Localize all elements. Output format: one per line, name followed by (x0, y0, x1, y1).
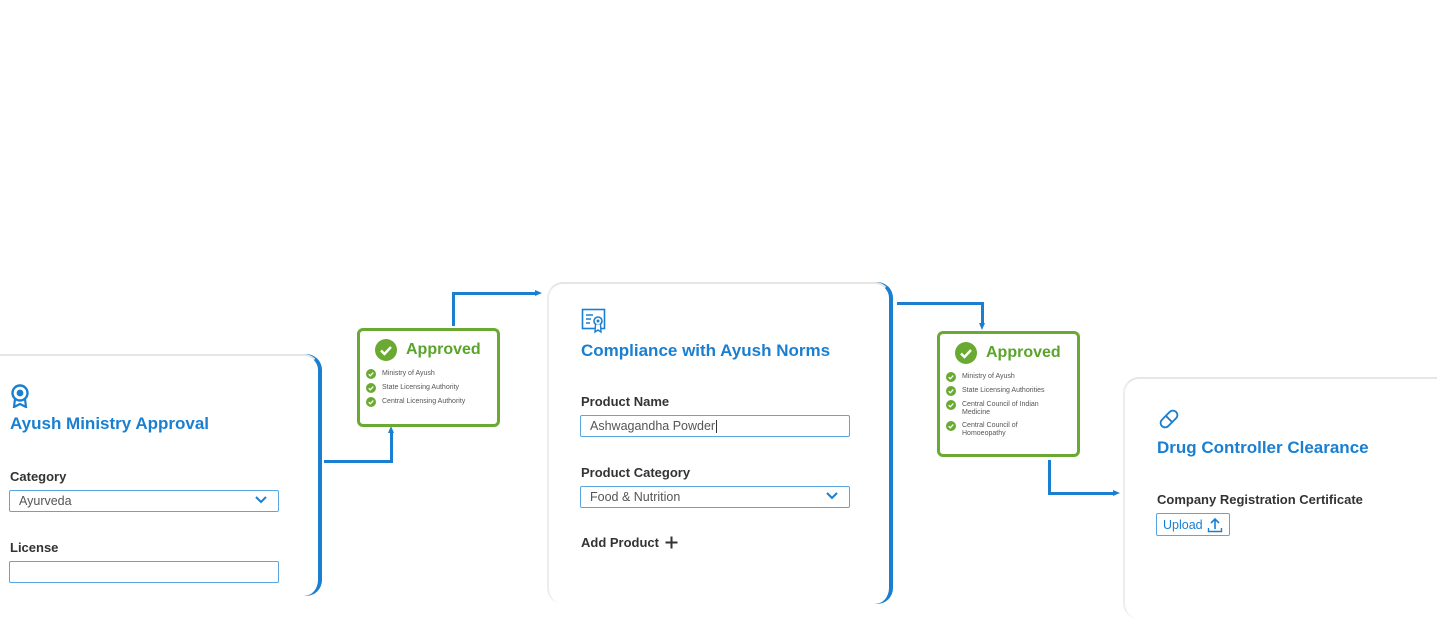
category-label: Category (10, 469, 67, 484)
chevron-down-icon (255, 496, 267, 504)
upload-icon (1207, 517, 1222, 532)
product-category-value: Food & Nutrition (590, 490, 681, 504)
card-title: Compliance with Ayush Norms (581, 341, 831, 360)
license-label: License (10, 540, 59, 555)
connector-line (1048, 492, 1114, 495)
check-circle-icon (366, 369, 376, 379)
connector-line (452, 292, 455, 326)
connector-line (897, 302, 984, 305)
product-name-label: Product Name (581, 394, 670, 409)
compliance-card: Compliance with Ayush Norms Product Name… (547, 282, 891, 604)
pill-icon (1159, 409, 1179, 429)
award-icon (11, 384, 29, 408)
check-circle-icon (946, 400, 956, 410)
check-circle-icon (366, 397, 376, 407)
certificate-icon (581, 308, 606, 334)
product-category-select[interactable]: Food & Nutrition (580, 486, 850, 508)
approved-box-right: Approved Ministry of Ayush State Licensi… (937, 331, 1080, 457)
list-item: Ministry of Ayush (946, 372, 1064, 382)
connector-line (1048, 460, 1051, 495)
card-title: Drug Controller Clearance (1157, 438, 1369, 457)
approved-title: Approved (986, 344, 1061, 361)
product-category-label: Product Category (581, 465, 691, 480)
list-item: State Licensing Authorities (946, 386, 1064, 396)
license-field[interactable] (9, 561, 279, 583)
check-circle-icon (955, 342, 977, 364)
list-item: Central Licensing Authority (366, 397, 465, 407)
list-item: Central Council of Homoeopathy (946, 421, 1064, 438)
list-item: Ministry of Ayush (366, 369, 465, 379)
arrow-head (1113, 490, 1120, 496)
category-select[interactable]: Ayurveda (9, 490, 279, 512)
chevron-down-icon (826, 492, 838, 500)
check-circle-icon (946, 372, 956, 382)
connector-line (981, 302, 984, 324)
check-circle-icon (946, 386, 956, 396)
connector-line (324, 460, 392, 463)
connector-line (452, 292, 536, 295)
list-item: Central Council of Indian Medicine (946, 400, 1064, 417)
card-title: Ayush Ministry Approval (10, 414, 209, 433)
ayush-ministry-approval-card: Ayush Ministry Approval Category Ayurved… (0, 354, 320, 596)
arrow-head (979, 323, 985, 330)
approved-box-left: Approved Ministry of Ayush State Licensi… (357, 328, 500, 427)
check-circle-icon (366, 383, 376, 393)
approved-title: Approved (406, 341, 481, 358)
certificate-label: Company Registration Certificate (1157, 492, 1363, 507)
add-product-label: Add Product (581, 535, 659, 550)
approved-list: Ministry of Ayush State Licensing Author… (366, 369, 465, 412)
upload-label: Upload (1163, 517, 1203, 532)
arrow-head (535, 290, 542, 296)
list-item: State Licensing Authority (366, 383, 465, 393)
text-cursor (716, 420, 718, 434)
check-circle-icon (946, 421, 956, 431)
product-name-input[interactable]: Ashwagandha Powder (580, 415, 850, 437)
arrow-head (388, 426, 394, 433)
add-product-button[interactable]: Add Product (581, 535, 678, 550)
drug-controller-card: Drug Controller Clearance Company Regist… (1123, 377, 1437, 619)
upload-button[interactable]: Upload (1156, 513, 1230, 536)
plus-icon (665, 536, 678, 549)
connector-line (390, 432, 393, 463)
category-value: Ayurveda (19, 494, 72, 508)
check-circle-icon (375, 339, 397, 361)
approved-list: Ministry of Ayush State Licensing Author… (946, 372, 1064, 443)
product-name-value: Ashwagandha Powder (590, 419, 716, 433)
